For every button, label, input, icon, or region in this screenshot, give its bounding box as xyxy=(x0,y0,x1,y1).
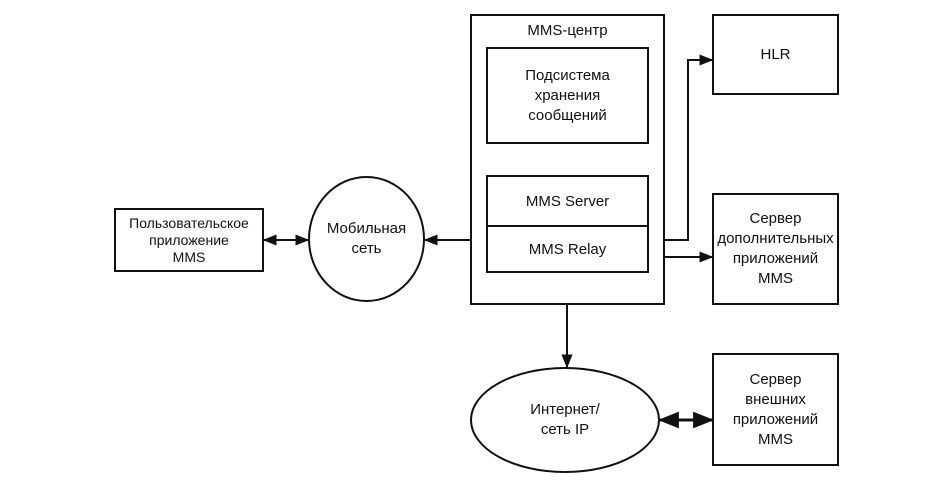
internet-ellipse: Интернет/ сеть IP xyxy=(470,367,660,473)
server-relay-divider xyxy=(486,225,649,227)
hlr-box: HLR xyxy=(712,14,839,95)
storage-subsystem-box: Подсистема хранения сообщений xyxy=(486,47,649,144)
mms-relay-label: MMS Relay xyxy=(528,240,607,258)
mms-center-title: MMS-центр xyxy=(527,22,608,39)
mms-server-relay-box xyxy=(486,175,649,273)
external-apps-server-box: Сервер внешних приложений MMS xyxy=(712,353,839,466)
link-relay-hlr xyxy=(648,54,714,246)
user-application-box: Пользовательское приложение MMS xyxy=(114,208,264,272)
mobile-network-ellipse: Мобильная сеть xyxy=(308,176,425,302)
mms-server-label: MMS Server xyxy=(525,192,610,210)
extra-apps-server-box: Сервер дополнительных приложений MMS xyxy=(712,193,839,305)
